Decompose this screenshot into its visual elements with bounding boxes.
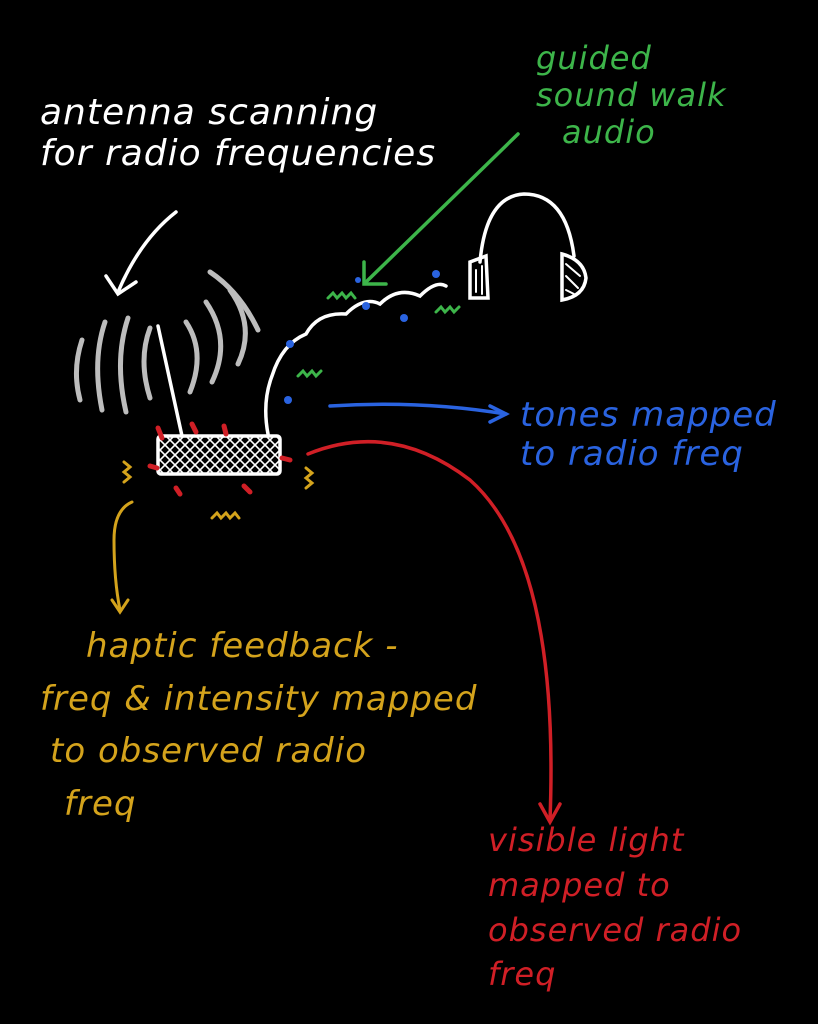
haptic-label-line: haptic feedback -	[86, 626, 399, 666]
light-label-line: visible light	[488, 821, 685, 859]
haptic-arrow	[110, 500, 134, 615]
antenna-label-line: antenna scanning	[40, 92, 379, 133]
tones-arrow	[328, 402, 510, 424]
radio-wave-icon	[74, 269, 261, 415]
antenna-label: antenna scanning for radio frequencies	[40, 92, 436, 175]
sound-walk-label-line: sound walk	[536, 75, 727, 114]
antenna-device-icon	[156, 282, 448, 476]
light-label-line: observed radio	[488, 910, 743, 949]
light-arrow	[306, 439, 562, 826]
audio-squiggles	[296, 290, 461, 379]
tones-label-line: tones mapped	[520, 395, 777, 435]
tone-dots	[284, 270, 440, 404]
sound-arrow	[362, 132, 520, 286]
haptic-label-line: freq & intensity mapped	[40, 678, 478, 719]
tones-label: tones mapped to radio freq	[520, 395, 777, 475]
sound-walk-label-line: guided	[536, 39, 652, 77]
light-label-line: mapped to	[488, 865, 671, 904]
antenna-label-line: for radio frequencies	[40, 133, 437, 175]
headphones-icon	[468, 192, 588, 303]
sound-walk-label-line: audio	[562, 112, 656, 151]
haptic-squiggles	[121, 460, 315, 521]
haptic-label-line: freq	[64, 784, 137, 825]
haptic-label: haptic feedback - freq & intensity mappe…	[40, 620, 477, 831]
haptic-label-line: to observed radio	[50, 731, 368, 772]
sound-walk-label: guided sound walk audio	[536, 40, 727, 150]
antenna-arrow	[104, 210, 178, 297]
light-label: visible light mapped to observed radio f…	[488, 818, 742, 997]
light-label-line: freq	[488, 955, 557, 994]
tones-label-line: to radio freq	[520, 434, 744, 475]
light-indicators	[147, 421, 293, 497]
